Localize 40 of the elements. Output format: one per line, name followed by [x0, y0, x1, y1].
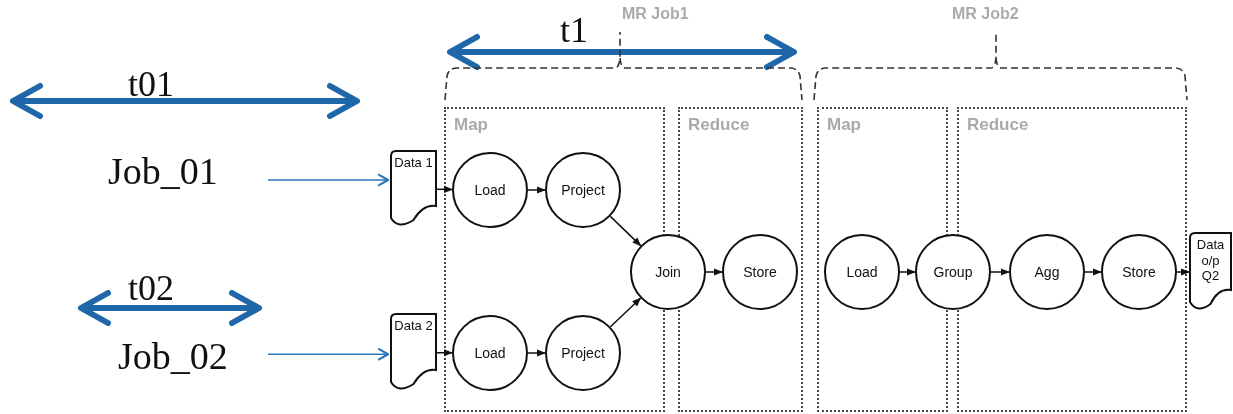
arrow: [990, 268, 1010, 276]
time-label: t01: [128, 66, 174, 102]
operator-circle: Load: [824, 234, 900, 310]
panel-title: Map: [827, 115, 861, 135]
arrow: [609, 297, 642, 328]
operator-circle: Group: [915, 234, 991, 310]
panel-title: Reduce: [967, 115, 1029, 135]
arrow: [609, 215, 642, 247]
node-label: Data 1: [394, 155, 433, 171]
arrow: [436, 349, 453, 357]
arrow: [1084, 268, 1102, 276]
arrow: [527, 349, 546, 357]
arrow: [436, 185, 453, 193]
operator-circle: Join: [630, 234, 706, 310]
operator-circle: Load: [452, 152, 528, 228]
operator-circle: Project: [545, 152, 621, 228]
arrow: [1176, 268, 1190, 276]
node-label: Data o/p Q2: [1195, 237, 1226, 284]
panel-title: Reduce: [688, 115, 750, 135]
document-shape: [1189, 232, 1232, 312]
operator-circle: Agg: [1009, 234, 1085, 310]
arrow: [527, 186, 546, 194]
operator-circle: Load: [452, 315, 528, 391]
time-label: t1: [560, 12, 588, 48]
document-shape: [390, 313, 437, 392]
job-title: MR Job1: [622, 6, 689, 22]
job-title: MR Job2: [952, 6, 1019, 22]
arrow: [267, 173, 390, 187]
document-shape: [390, 150, 437, 228]
node-label: Data 2: [394, 318, 433, 334]
arrow: [705, 268, 723, 276]
operator-circle: Project: [545, 315, 621, 391]
operator-circle: Store: [1101, 234, 1177, 310]
job-label: Job_02: [118, 330, 268, 382]
arrow: [899, 268, 916, 276]
panel-title: Map: [454, 115, 488, 135]
operator-circle: Store: [722, 234, 798, 310]
job-label: Job_01: [108, 146, 268, 196]
time-label: t02: [128, 270, 174, 306]
arrow: [267, 347, 390, 361]
